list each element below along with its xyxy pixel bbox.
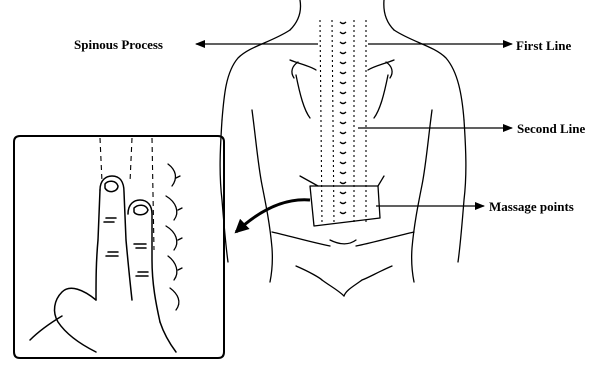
vertebra-mark xyxy=(340,42,346,44)
inset-dotted-lines xyxy=(100,138,154,250)
first-line-label: First Line xyxy=(516,39,571,52)
curved-arrow xyxy=(236,200,310,232)
vertebra-mark xyxy=(340,102,346,104)
vertebra-mark xyxy=(340,162,346,164)
spinous-process-label: Spinous Process xyxy=(74,38,163,51)
vertebra-mark xyxy=(340,202,346,204)
massage-points-label: Massage points xyxy=(489,200,574,213)
vertebra-mark xyxy=(340,82,346,84)
vertebra-mark xyxy=(340,92,346,94)
vertebra-mark xyxy=(340,212,346,214)
vertebra-mark xyxy=(340,182,346,184)
inset-box xyxy=(14,136,224,358)
vertebra-mark xyxy=(340,22,346,24)
second-line-label: Second Line xyxy=(517,122,585,135)
spinous-process-marks xyxy=(340,22,346,214)
vertebra-mark xyxy=(340,192,346,194)
vertebra-mark xyxy=(340,32,346,34)
vertebra-mark xyxy=(340,122,346,124)
vertebra-mark xyxy=(340,142,346,144)
inset-spine-marks xyxy=(166,164,182,310)
vertebra-mark xyxy=(340,152,346,154)
vertebra-mark xyxy=(340,62,346,64)
vertebra-mark xyxy=(340,172,346,174)
vertebra-mark xyxy=(340,112,346,114)
vertebra-mark xyxy=(340,52,346,54)
hand-drawing xyxy=(30,176,176,352)
vertebra-mark xyxy=(340,72,346,74)
vertebra-mark xyxy=(340,132,346,134)
